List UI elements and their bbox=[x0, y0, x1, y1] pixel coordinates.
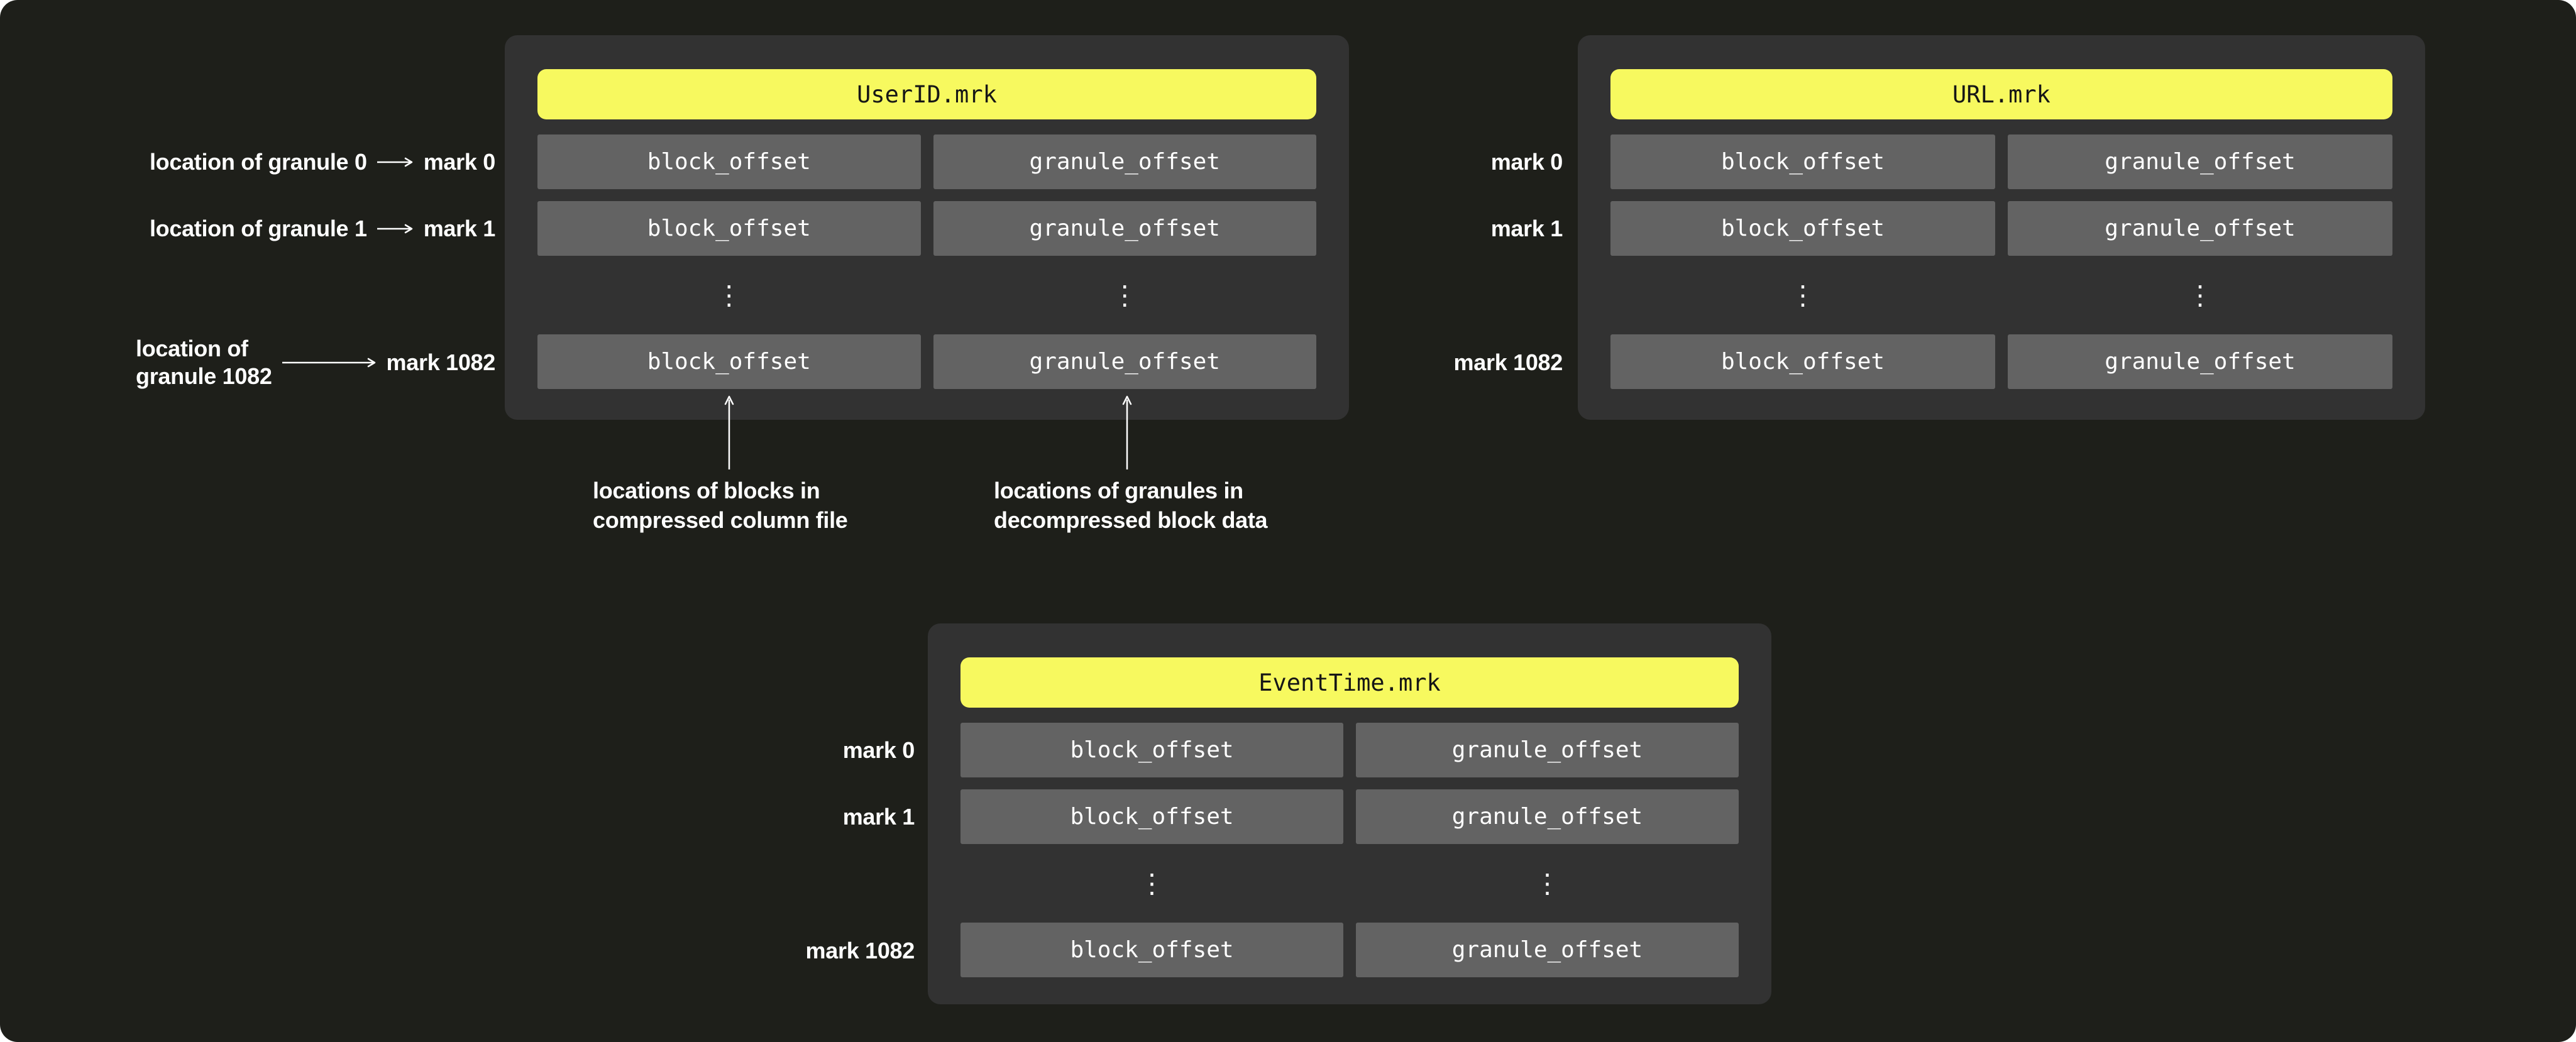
vertical-ellipsis-icon: ⋮ bbox=[1111, 280, 1138, 310]
block-offset-cell: block_offset bbox=[537, 201, 921, 256]
ellipsis-row: ⋮ ⋮ bbox=[537, 268, 1316, 322]
arrow-right-icon bbox=[377, 224, 412, 233]
block-offset-cell: block_offset bbox=[960, 789, 1343, 844]
granule-offset-cell: granule_offset bbox=[2008, 134, 2392, 189]
url-mrk-panel: URL.mrk block_offset granule_offset bloc… bbox=[1578, 35, 2425, 420]
granule-offset-cell: granule_offset bbox=[933, 201, 1316, 256]
mark-label: mark 1082 bbox=[386, 349, 496, 375]
userid-mrk-title: UserID.mrk bbox=[537, 69, 1316, 119]
vertical-ellipsis-icon: ⋮ bbox=[2187, 280, 2213, 310]
url-mrk-title: URL.mrk bbox=[1610, 69, 2392, 119]
mark-row: block_offset granule_offset bbox=[960, 923, 1739, 977]
granule-0-callout: location of granule 0 mark 0 bbox=[0, 134, 495, 189]
mark-row: block_offset granule_offset bbox=[1610, 201, 2392, 256]
block-offset-footnote: locations of blocks in compressed column… bbox=[593, 478, 848, 533]
ellipsis-row: ⋮ ⋮ bbox=[960, 856, 1739, 911]
mark-label: mark 1 bbox=[1490, 215, 1563, 241]
vertical-ellipsis-icon: ⋮ bbox=[1790, 280, 1816, 310]
userid-mrk-panel: UserID.mrk block_offset granule_offset b… bbox=[505, 35, 1349, 420]
mark-label: mark 1082 bbox=[805, 937, 915, 963]
block-offset-cell: block_offset bbox=[537, 134, 921, 189]
granule-1-callout: location of granule 1 mark 1 bbox=[0, 201, 495, 256]
mark-label: mark 0 bbox=[423, 148, 496, 175]
mark-row: block_offset granule_offset bbox=[537, 334, 1316, 389]
granule-offset-cell: granule_offset bbox=[1356, 923, 1739, 977]
block-offset-cell: block_offset bbox=[1610, 201, 1995, 256]
arrow-up-icon bbox=[1122, 395, 1132, 469]
granule-location-label: location of granule 1082 bbox=[136, 335, 272, 389]
granule-location-label: location of granule 0 bbox=[149, 148, 367, 175]
ellipsis-row: ⋮ ⋮ bbox=[1610, 268, 2392, 322]
granule-offset-cell: granule_offset bbox=[2008, 334, 2392, 389]
arrow-right-icon bbox=[282, 358, 375, 367]
block-offset-cell: block_offset bbox=[1610, 134, 1995, 189]
granule-offset-cell: granule_offset bbox=[933, 334, 1316, 389]
vertical-ellipsis-icon: ⋮ bbox=[1138, 868, 1165, 899]
mark-label: mark 0 bbox=[1490, 148, 1563, 175]
mark-label: mark 1082 bbox=[1453, 349, 1563, 375]
mark-row: block_offset granule_offset bbox=[1610, 134, 2392, 189]
eventtime-mrk-title: EventTime.mrk bbox=[960, 657, 1739, 708]
arrow-right-icon bbox=[377, 157, 412, 167]
granule-offset-footnote: locations of granules in decompressed bl… bbox=[994, 478, 1268, 533]
mark-label: mark 1 bbox=[423, 215, 496, 241]
granule-offset-cell: granule_offset bbox=[2008, 201, 2392, 256]
block-offset-cell: block_offset bbox=[537, 334, 921, 389]
mark-label: mark 0 bbox=[842, 737, 915, 763]
vertical-ellipsis-icon: ⋮ bbox=[715, 280, 742, 310]
granule-offset-cell: granule_offset bbox=[1356, 723, 1739, 777]
mark-row: block_offset granule_offset bbox=[960, 723, 1739, 777]
granule-offset-cell: granule_offset bbox=[933, 134, 1316, 189]
vertical-ellipsis-icon: ⋮ bbox=[1534, 868, 1561, 899]
mark-row: block_offset granule_offset bbox=[537, 134, 1316, 189]
granule-1082-callout: location of granule 1082 mark 1082 bbox=[0, 335, 495, 390]
mark-label: mark 1 bbox=[842, 803, 915, 830]
block-offset-cell: block_offset bbox=[960, 923, 1343, 977]
block-offset-cell: block_offset bbox=[1610, 334, 1995, 389]
granule-offset-cell: granule_offset bbox=[1356, 789, 1739, 844]
mark-row: block_offset granule_offset bbox=[960, 789, 1739, 844]
granule-location-label: location of granule 1 bbox=[149, 215, 367, 241]
mark-row: block_offset granule_offset bbox=[1610, 334, 2392, 389]
arrow-up-icon bbox=[724, 395, 734, 469]
block-offset-cell: block_offset bbox=[960, 723, 1343, 777]
eventtime-mrk-panel: EventTime.mrk block_offset granule_offse… bbox=[928, 623, 1771, 1004]
mark-row: block_offset granule_offset bbox=[537, 201, 1316, 256]
